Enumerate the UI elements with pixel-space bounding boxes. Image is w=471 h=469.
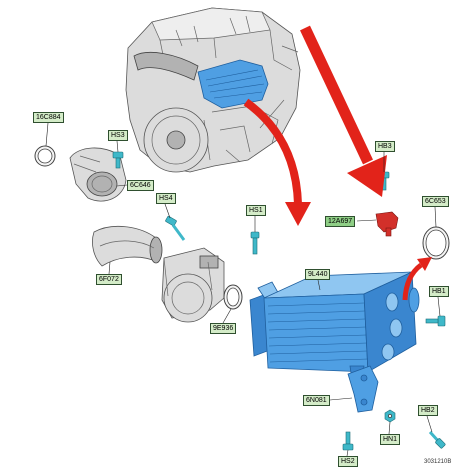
gasket-9e936 — [223, 284, 243, 310]
bolt-hs4 — [165, 215, 186, 241]
egr-cooler-9l440 — [249, 271, 420, 381]
callout-hs2: HS2 — [338, 456, 358, 467]
leader-hs2 — [346, 449, 349, 457]
bracket-hole-lower — [360, 398, 368, 406]
leader-lines — [45, 122, 441, 457]
highlight-fins — [205, 69, 265, 99]
callout-9e936: 9E936 — [210, 323, 237, 334]
gasket-ring-inner — [37, 148, 53, 164]
leader-hb2 — [426, 415, 433, 433]
pointer-arrow-head — [347, 155, 387, 197]
cooler-fins — [267, 302, 369, 363]
leader-hb1 — [437, 296, 441, 317]
gasket-ring-inner — [226, 287, 240, 307]
leader-12a697 — [356, 219, 377, 222]
bolt-shank — [425, 318, 439, 324]
sensor-stub — [385, 227, 392, 237]
gasket-fit-arrow-shaft — [402, 262, 423, 301]
bracket-hole-upper — [360, 374, 368, 382]
bracket-6n081 — [347, 365, 379, 413]
callout-hb2: HB2 — [418, 405, 438, 416]
gasket-fit-arrow — [402, 257, 432, 301]
connecting-pipe-detail — [99, 240, 155, 249]
cooler-tube-end-1 — [385, 292, 399, 312]
sensor-12a697 — [375, 211, 399, 237]
gasket-ring-inner — [425, 229, 447, 257]
leader-6c653 — [434, 206, 437, 228]
cooler-outlet-flange — [408, 287, 420, 313]
callout-hs4: HS4 — [156, 193, 176, 204]
gasket-6c653 — [422, 226, 450, 260]
egr-valve-actuator — [163, 273, 213, 323]
egr-valve — [161, 247, 225, 323]
egr-valve-detail — [163, 257, 213, 297]
bolt-hb2 — [428, 430, 446, 449]
flywheel-ring — [151, 115, 201, 165]
nut-hn1 — [384, 409, 396, 423]
cooler-tube-end-3 — [381, 343, 395, 361]
bolt-head — [165, 215, 177, 227]
connecting-pipe-6f072 — [92, 226, 163, 267]
bolt-shank — [345, 431, 351, 445]
leader-hs4 — [164, 203, 171, 219]
bolt-head — [435, 438, 446, 449]
callout-6f072: 6F072 — [96, 274, 122, 285]
leader-hn1 — [388, 421, 391, 435]
bolt-head — [112, 151, 124, 159]
bolt-hs2 — [342, 431, 354, 451]
location-arrow-curved — [243, 98, 311, 226]
connecting-pipe-body — [92, 226, 159, 267]
bracket-body — [347, 365, 379, 413]
bolt-head — [250, 231, 260, 239]
location-arrow-shaft — [243, 98, 302, 205]
nut-bore — [387, 413, 392, 418]
gasket-16c884 — [34, 145, 56, 167]
leader-9e936 — [222, 308, 232, 324]
cooler-tube-end-2 — [389, 318, 403, 338]
bolt-head — [437, 315, 446, 327]
callout-6n081: 6N081 — [303, 395, 330, 406]
connecting-pipe-flange — [149, 236, 163, 264]
gasket-fit-arrow-head — [417, 257, 432, 271]
bolt-hs1 — [250, 231, 260, 255]
engine-egr-highlight — [197, 59, 269, 109]
leader-9l440 — [317, 279, 321, 291]
flywheel-hub — [166, 130, 186, 150]
part-pointer-arrow — [300, 25, 387, 197]
callout-16c884: 16C884 — [33, 112, 64, 123]
pipe-adapter-6c646 — [69, 147, 127, 202]
pipe-adapter-opening — [86, 171, 118, 197]
leader-6c646 — [116, 184, 128, 187]
callout-hs1: HS1 — [246, 205, 266, 216]
callout-hn1: HN1 — [380, 434, 401, 445]
egr-valve-actuator-ring — [171, 281, 205, 315]
callout-12a697: 12A697 — [325, 216, 356, 227]
bolt-shank — [115, 157, 121, 169]
callout-hb3: HB3 — [375, 141, 395, 152]
callout-hb1: HB1 — [429, 286, 449, 297]
figure-code: 3031210B — [424, 459, 452, 465]
callout-hs3: HS3 — [108, 130, 128, 141]
location-arrow-head — [285, 202, 311, 226]
egr-valve-port — [199, 255, 219, 269]
leader-6f072 — [108, 261, 111, 275]
pipe-adapter-bore — [91, 175, 113, 193]
bolt-hb1 — [425, 315, 446, 327]
highlight-body — [197, 59, 269, 109]
callout-6c653: 6C653 — [422, 196, 449, 207]
leader-hs3 — [116, 140, 119, 153]
bolt-shank — [252, 237, 258, 255]
leader-6n081 — [329, 397, 353, 401]
leader-16c884 — [45, 122, 49, 147]
turbo-pipe — [133, 51, 199, 81]
bolt-shank — [171, 224, 186, 241]
callout-6c646: 6C646 — [127, 180, 154, 191]
pointer-arrow-shaft — [300, 25, 373, 165]
callout-9l440: 9L440 — [305, 269, 331, 280]
pipe-adapter-detail — [73, 155, 101, 173]
bolt-head — [342, 443, 354, 451]
sensor-body — [375, 211, 399, 233]
